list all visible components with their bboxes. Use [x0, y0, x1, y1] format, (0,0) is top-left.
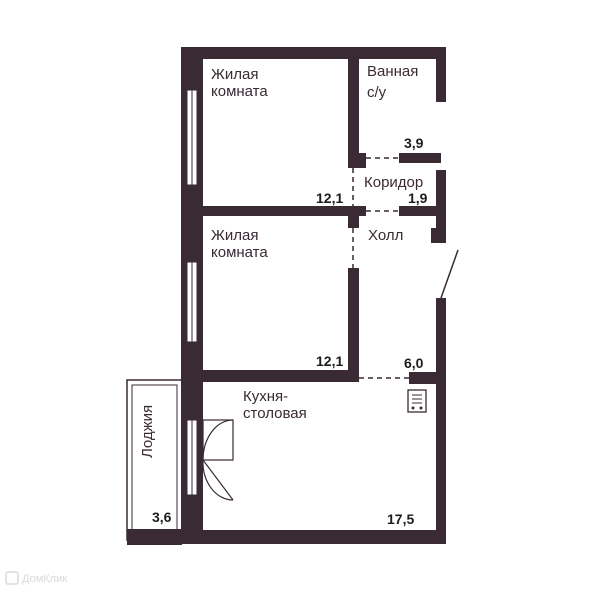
wall-living2-right: [348, 268, 359, 382]
wall-corridor-bottom: [399, 206, 441, 216]
room-kitchen-name-line2: столовая: [243, 405, 307, 422]
wall-hall-stub: [348, 216, 359, 228]
wall-right-bottom: [436, 298, 446, 544]
room-kitchen-name-line1: Кухня-: [243, 388, 288, 405]
room-living1-name-line2: комната: [211, 83, 268, 100]
entrance-door: [440, 249, 459, 299]
room-hall: Холл 6,0: [368, 227, 424, 371]
wall-corridor-left: [348, 206, 366, 216]
wall-bath-bottom: [399, 153, 441, 163]
room-bath: Ванная с/у 3,9: [367, 63, 424, 151]
wall-top: [181, 47, 441, 59]
wall-living2-kitchen: [203, 370, 353, 382]
windows: [186, 89, 198, 496]
openings: [352, 157, 409, 379]
room-living2: Жилая комната 12,1: [211, 227, 343, 369]
stove-icon: [407, 389, 427, 413]
wall-living1-living2: [203, 206, 353, 216]
room-kitchen: Кухня- столовая 17,5: [243, 388, 414, 527]
door-icon: [202, 419, 234, 501]
room-corridor-name: Коридор: [364, 174, 423, 191]
wall-right-top: [436, 47, 446, 102]
wall-hall-door-stub: [431, 228, 441, 243]
room-bath-name-line2: с/у: [367, 84, 387, 101]
room-bath-name-line1: Ванная: [367, 63, 418, 80]
wall-bath-corner: [348, 153, 366, 168]
wall-bottom: [181, 530, 441, 544]
room-loggia: Лоджия 3,6: [139, 405, 172, 525]
outer-walls: [181, 47, 446, 544]
watermark-text: ДомКлик: [22, 573, 67, 585]
room-corridor-area: 1,9: [408, 190, 428, 206]
room-living2-name-line2: комната: [211, 244, 268, 261]
room-loggia-name: Лоджия: [139, 405, 156, 458]
room-hall-name: Холл: [368, 227, 403, 244]
wall-bath-left: [348, 56, 359, 168]
wall-kitchen-hall-right: [409, 372, 441, 384]
room-kitchen-area: 17,5: [387, 511, 414, 527]
room-living2-area: 12,1: [316, 353, 343, 369]
room-loggia-area: 3,6: [152, 509, 172, 525]
room-living2-name-line1: Жилая: [211, 227, 258, 244]
room-bath-area: 3,9: [404, 135, 424, 151]
interior-walls: [203, 56, 441, 384]
loggia-wall-bottom: [127, 529, 182, 545]
room-living1-area: 12,1: [316, 190, 343, 206]
room-hall-area: 6,0: [404, 355, 424, 371]
domclick-logo-icon: ДомКлик: [5, 571, 67, 585]
room-corridor: Коридор 1,9: [364, 174, 428, 206]
room-living1: Жилая комната 12,1: [211, 66, 343, 206]
room-living1-name-line1: Жилая: [211, 66, 258, 83]
